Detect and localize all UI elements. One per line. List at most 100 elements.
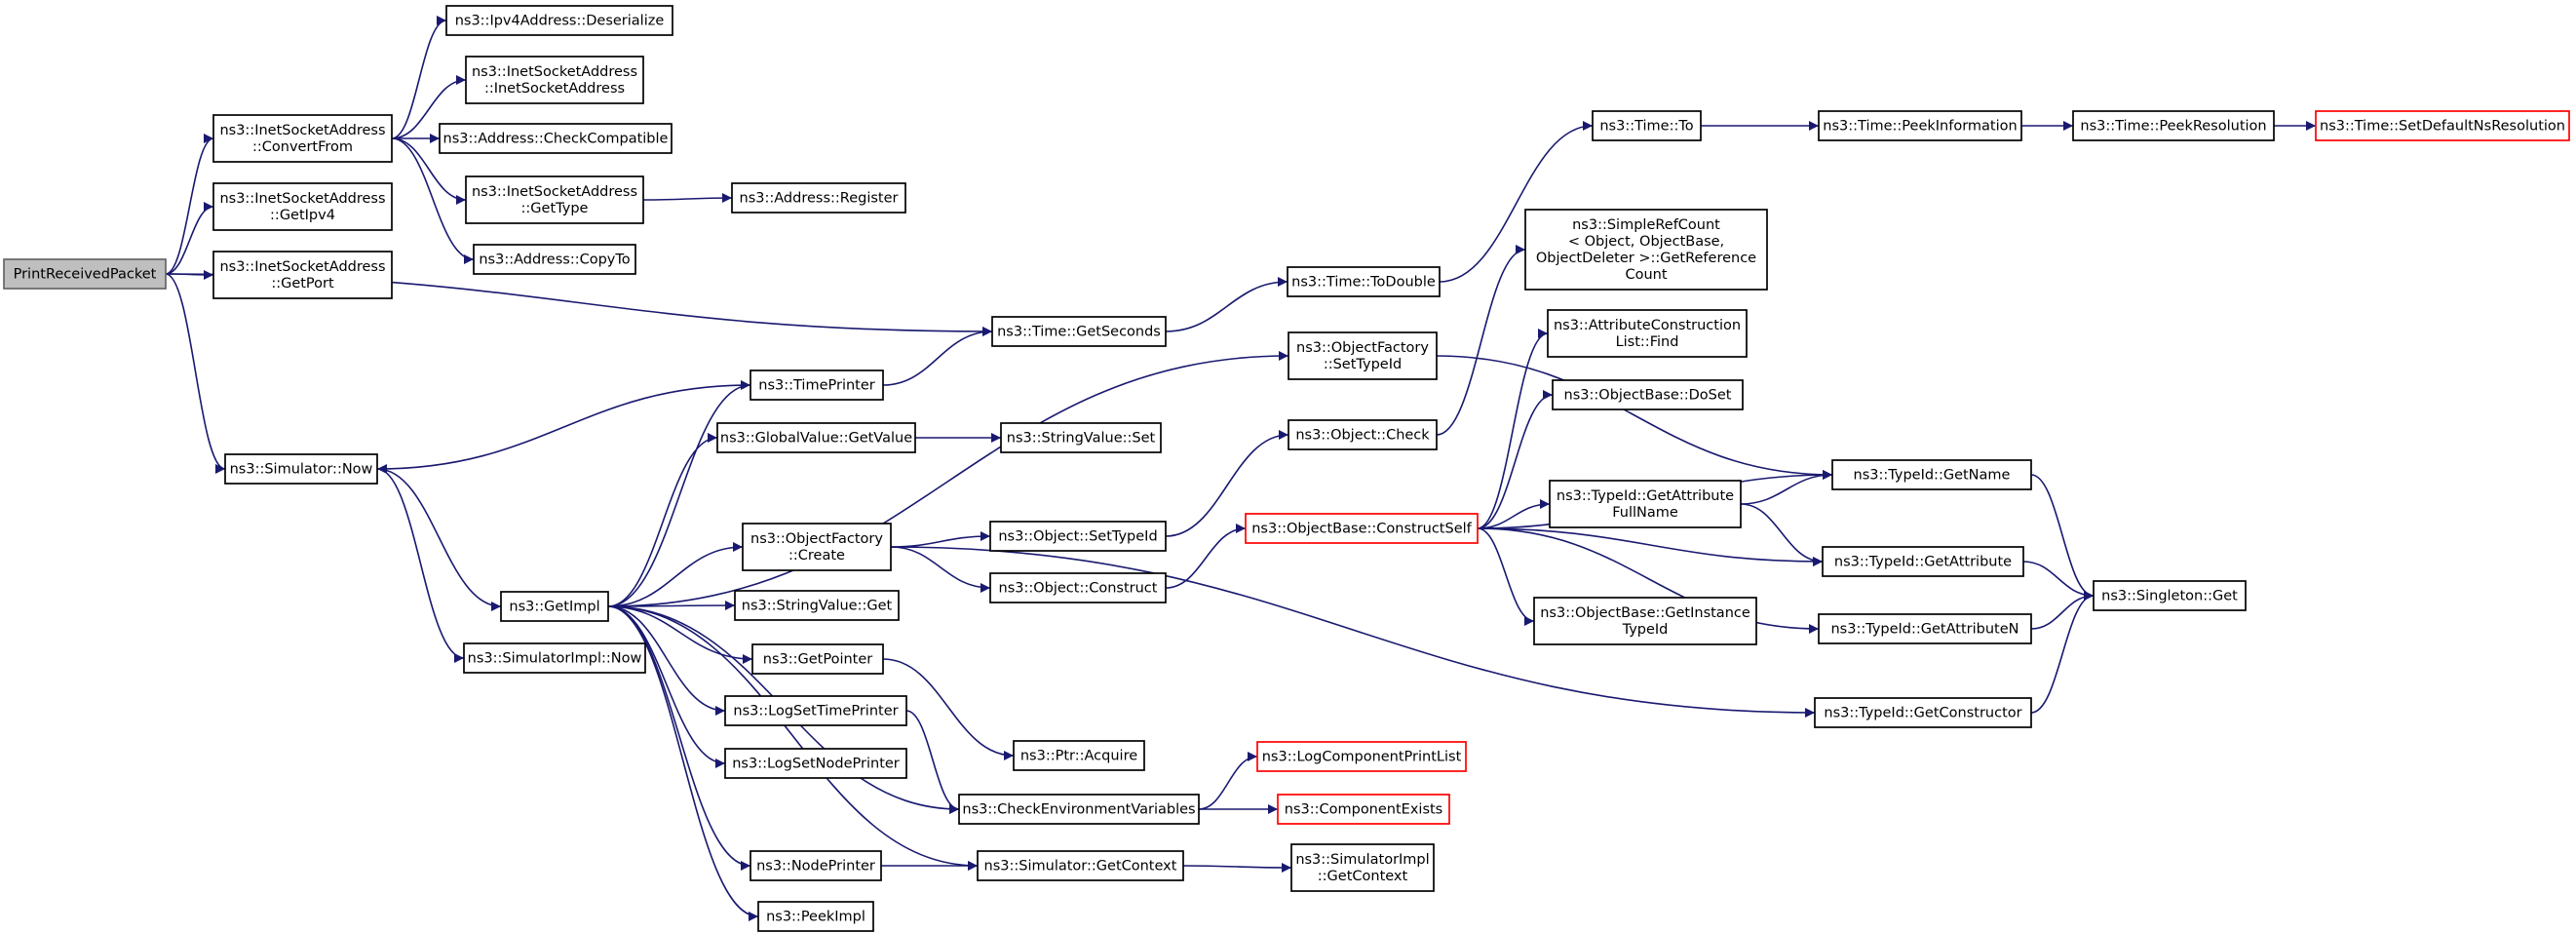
node-box[interactable] bbox=[989, 521, 1167, 552]
graph-node-n5[interactable]: ns3::Simulator::Now bbox=[224, 453, 378, 485]
node-box[interactable] bbox=[1000, 422, 1162, 453]
graph-node-n29[interactable]: ns3::ObjectFactory::SetTypeId bbox=[1288, 331, 1438, 380]
node-box[interactable] bbox=[2315, 110, 2570, 141]
node-box[interactable] bbox=[212, 114, 393, 163]
graph-node-n16[interactable]: ns3::Time::SetDefaultNsResolution bbox=[2315, 110, 2570, 141]
graph-node-n1[interactable]: ns3::InetSocketAddress::ConvertFrom bbox=[212, 114, 393, 163]
graph-node-n44[interactable]: ns3::SimulatorImpl::GetContext bbox=[1290, 843, 1435, 892]
graph-node-n15[interactable]: ns3::Time::PeekResolution bbox=[2072, 110, 2275, 141]
node-box[interactable] bbox=[1547, 309, 1748, 358]
graph-node-n19[interactable]: ns3::TimePrinter bbox=[750, 369, 884, 401]
node-box[interactable] bbox=[2093, 580, 2247, 611]
node-box[interactable] bbox=[465, 175, 644, 224]
node-box[interactable] bbox=[958, 794, 1200, 825]
graph-node-n32[interactable]: ns3::Object::Construct bbox=[989, 572, 1167, 603]
graph-node-n27[interactable]: ns3::NodePrinter bbox=[750, 850, 882, 881]
node-box[interactable] bbox=[1831, 459, 2032, 490]
graph-node-n42[interactable]: ns3::LogComponentPrintList bbox=[1256, 741, 1467, 772]
node-box[interactable] bbox=[1822, 546, 2024, 577]
graph-node-n13[interactable]: ns3::Time::To bbox=[1592, 110, 1702, 141]
node-box[interactable] bbox=[750, 369, 884, 401]
graph-node-n36[interactable]: ns3::SimpleRefCount< Object, ObjectBase,… bbox=[1524, 209, 1768, 291]
node-box[interactable] bbox=[1290, 843, 1435, 892]
node-box[interactable] bbox=[2072, 110, 2275, 141]
node-box[interactable] bbox=[751, 643, 884, 675]
graph-node-n33[interactable]: ns3::Ptr::Acquire bbox=[1013, 740, 1145, 771]
graph-node-n49[interactable]: ns3::Singleton::Get bbox=[2093, 580, 2247, 611]
graph-node-n23[interactable]: ns3::StringValue::Get bbox=[734, 590, 900, 621]
node-box[interactable] bbox=[1818, 110, 2022, 141]
node-box[interactable] bbox=[724, 748, 907, 779]
node-box[interactable] bbox=[991, 316, 1167, 347]
graph-node-n21[interactable]: ns3::StringValue::Set bbox=[1000, 422, 1162, 453]
graph-node-n18[interactable]: ns3::SimulatorImpl::Now bbox=[463, 642, 646, 674]
node-box[interactable] bbox=[212, 182, 393, 231]
graph-node-n4[interactable]: ns3::Time::GetSeconds bbox=[991, 316, 1167, 347]
graph-node-n17[interactable]: ns3::GetImpl bbox=[500, 591, 609, 622]
graph-node-n48[interactable]: ns3::TypeId::GetConstructor bbox=[1814, 697, 2032, 728]
node-box[interactable] bbox=[463, 642, 646, 674]
graph-node-n8[interactable]: ns3::Address::CheckCompatible bbox=[439, 123, 673, 154]
node-box[interactable] bbox=[1245, 513, 1479, 544]
graph-node-n11[interactable]: ns3::Address::Register bbox=[731, 182, 906, 214]
node-box[interactable] bbox=[445, 5, 673, 36]
graph-node-n25[interactable]: ns3::LogSetTimePrinter bbox=[724, 695, 907, 726]
node-box[interactable] bbox=[439, 123, 673, 154]
node-box[interactable] bbox=[1524, 209, 1768, 291]
graph-node-n45[interactable]: ns3::TypeId::GetName bbox=[1831, 459, 2032, 490]
graph-node-n38[interactable]: ns3::ObjectBase::DoSet bbox=[1552, 379, 1744, 410]
graph-node-n47[interactable]: ns3::TypeId::GetAttributeN bbox=[1818, 613, 2032, 644]
node-box[interactable] bbox=[1592, 110, 1702, 141]
node-box[interactable] bbox=[465, 56, 644, 104]
graph-node-n31[interactable]: ns3::Object::SetTypeId bbox=[989, 521, 1167, 552]
node-box[interactable] bbox=[224, 453, 378, 485]
graph-node-n12[interactable]: ns3::Time::ToDouble bbox=[1287, 266, 1441, 297]
graph-node-n46[interactable]: ns3::TypeId::GetAttribute bbox=[1822, 546, 2024, 577]
node-box[interactable] bbox=[1277, 794, 1450, 825]
node-box[interactable] bbox=[724, 695, 907, 726]
graph-node-n2[interactable]: ns3::InetSocketAddress::GetIpv4 bbox=[212, 182, 393, 231]
node-box[interactable] bbox=[1552, 379, 1744, 410]
graph-node-n28[interactable]: ns3::PeekImpl bbox=[757, 901, 874, 932]
node-box[interactable] bbox=[750, 850, 882, 881]
node-box[interactable] bbox=[742, 523, 892, 571]
graph-node-n22[interactable]: ns3::ObjectFactory::Create bbox=[742, 523, 892, 571]
node-box[interactable] bbox=[731, 182, 906, 214]
graph-node-n20[interactable]: ns3::GlobalValue::GetValue bbox=[716, 422, 916, 453]
node-box[interactable] bbox=[1818, 613, 2032, 644]
graph-node-n39[interactable]: ns3::ObjectBase::ConstructSelf bbox=[1245, 513, 1479, 544]
node-box[interactable] bbox=[1814, 697, 2032, 728]
graph-node-n35[interactable]: ns3::Simulator::GetContext bbox=[977, 850, 1184, 881]
node-box[interactable] bbox=[1288, 331, 1438, 380]
node-box[interactable] bbox=[757, 901, 874, 932]
node-box[interactable] bbox=[989, 572, 1167, 603]
node-box[interactable] bbox=[3, 258, 167, 290]
node-box[interactable] bbox=[1256, 741, 1467, 772]
node-box[interactable] bbox=[716, 422, 916, 453]
graph-node-n30[interactable]: ns3::Object::Check bbox=[1288, 419, 1438, 450]
graph-node-n24[interactable]: ns3::GetPointer bbox=[751, 643, 884, 675]
node-box[interactable] bbox=[1287, 266, 1441, 297]
graph-node-n7[interactable]: ns3::InetSocketAddress::InetSocketAddres… bbox=[465, 56, 644, 104]
node-box[interactable] bbox=[212, 251, 393, 299]
graph-node-n43[interactable]: ns3::ComponentExists bbox=[1277, 794, 1450, 825]
graph-node-n10[interactable]: ns3::Address::CopyTo bbox=[473, 244, 636, 275]
node-box[interactable] bbox=[977, 850, 1184, 881]
node-box[interactable] bbox=[1533, 597, 1757, 645]
node-box[interactable] bbox=[734, 590, 900, 621]
node-box[interactable] bbox=[500, 591, 609, 622]
graph-node-n34[interactable]: ns3::CheckEnvironmentVariables bbox=[958, 794, 1200, 825]
graph-node-n0[interactable]: PrintReceivedPacket bbox=[3, 258, 167, 290]
graph-node-n14[interactable]: ns3::Time::PeekInformation bbox=[1818, 110, 2022, 141]
node-box[interactable] bbox=[1549, 480, 1742, 528]
graph-node-n26[interactable]: ns3::LogSetNodePrinter bbox=[724, 748, 907, 779]
node-box[interactable] bbox=[473, 244, 636, 275]
node-box[interactable] bbox=[1288, 419, 1438, 450]
graph-node-n6[interactable]: ns3::Ipv4Address::Deserialize bbox=[445, 5, 673, 36]
node-box[interactable] bbox=[1013, 740, 1145, 771]
graph-node-n3[interactable]: ns3::InetSocketAddress::GetPort bbox=[212, 251, 393, 299]
graph-node-n9[interactable]: ns3::InetSocketAddress::GetType bbox=[465, 175, 644, 224]
